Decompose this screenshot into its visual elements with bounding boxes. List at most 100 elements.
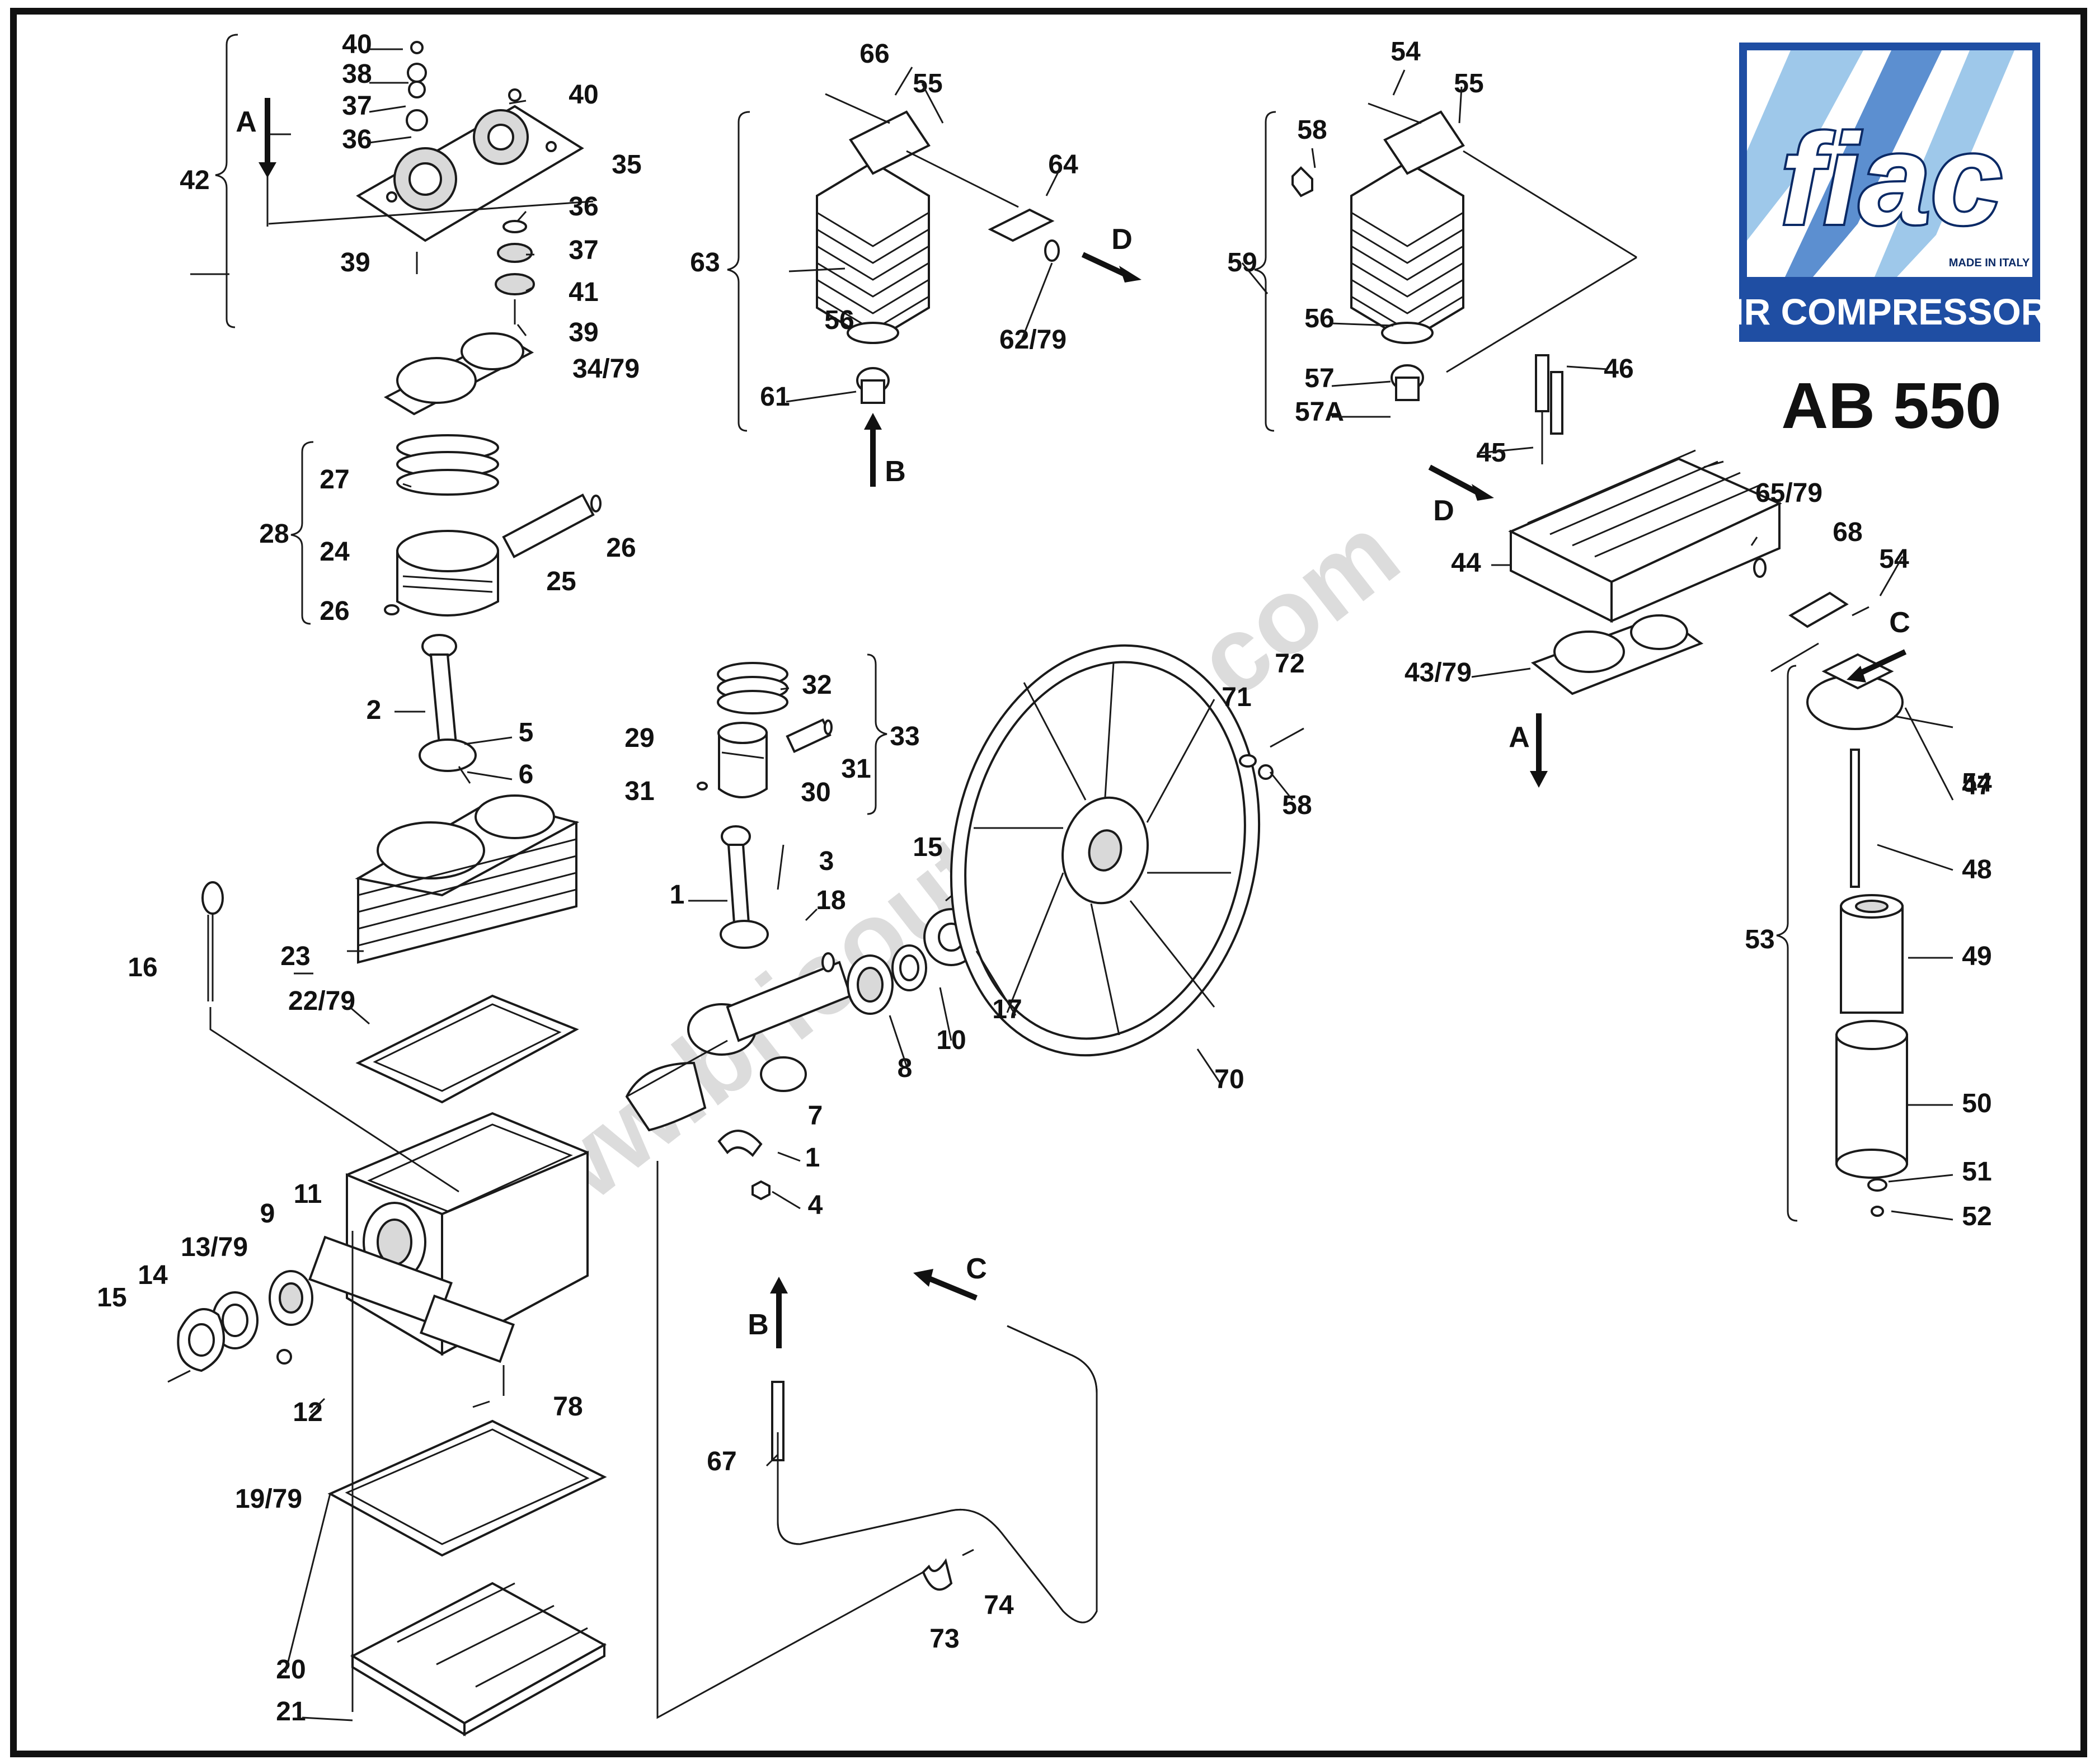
flow-arrow-a-top: A [236,98,276,178]
callout: 15 [97,1283,126,1313]
callout: 29 [624,723,654,753]
callout: 68 [1833,518,1862,547]
callout: 19/79 [235,1484,302,1514]
gasket-22-79 [355,994,579,1104]
callout: 42 [180,166,209,195]
valve-flange-68 [1788,591,1869,628]
dipstick-16 [201,881,459,1193]
flywheel-70 [950,644,1261,1057]
callout: 16 [128,953,157,982]
intake-filter-63 [816,93,1060,404]
cylinder-23 [355,794,580,964]
callout: 26 [320,596,349,626]
intake-filter-59 [1291,102,1637,401]
callout-labels: 1 1 2 3 4 5 6 7 8 9 10 11 12 13/79 14 15… [97,30,1992,1727]
callout: 13/79 [181,1233,248,1262]
callout: 58 [1282,791,1312,820]
flywheel-fasteners [1239,727,1304,780]
page-frame [10,8,2087,1757]
svg-text:A: A [1509,721,1530,754]
callout: 44 [1451,548,1481,578]
callout: 26 [606,533,636,563]
callout: 5 [519,718,534,747]
callout: 23 [280,942,310,971]
callout: 18 [816,886,845,915]
flow-arrow-a-head: A [1509,713,1548,788]
callout: 36 [342,125,372,154]
svg-text:B: B [885,455,906,488]
svg-text:D: D [1111,223,1133,256]
connecting-rod-1 [717,825,785,1201]
logo-wordmark: fiac [1781,107,2002,251]
callout: 9 [260,1199,275,1229]
flow-arrow-c-pipe: C [913,1253,987,1301]
callout: 67 [707,1447,736,1476]
gasket-34-79 [383,332,534,416]
callout: 39 [340,248,370,277]
callout: 58 [1297,115,1327,145]
callout: 36 [569,192,598,222]
svg-text:B: B [748,1309,769,1341]
callout: 78 [553,1392,583,1422]
callout: 24 [320,537,350,567]
callout: 49 [1962,942,1991,971]
flow-arrow-b-pipe: B [748,1277,788,1348]
flow-arrow-b-intake: B [864,413,906,488]
callout: 56 [824,305,854,335]
callout: 7 [808,1101,823,1131]
callout: 65/79 [1755,478,1822,508]
callout: 46 [1604,354,1633,384]
callout: 47 [1962,771,1991,801]
callout: 50 [1962,1089,1991,1118]
svg-text:C: C [966,1253,987,1285]
callout: 52 [1962,1202,1991,1231]
callout: 40 [569,80,598,110]
callout: 14 [138,1260,168,1290]
callout: 61 [760,382,790,412]
callout: 54 [1879,544,1909,574]
callout: 38 [342,59,372,89]
flow-arrow-d-intake: D [1081,223,1142,283]
callout-leaders [190,48,1954,1721]
air-filter-53 [1806,653,1953,1217]
callout: 72 [1275,649,1304,679]
callout: 62/79 [999,325,1067,355]
callout: 22/79 [288,986,355,1016]
delivery-pipe-67 [656,1161,1098,1719]
callout: 53 [1745,925,1774,954]
callout: 11 [294,1179,322,1209]
callout: 3 [819,846,834,876]
oil-pan-cover-20 [350,1582,607,1737]
callout: 33 [890,722,919,751]
callout: 4 [808,1191,823,1220]
crankshaft-7 [625,961,852,1132]
callout: 57 [1304,364,1334,393]
svg-text:D: D [1433,495,1454,527]
callout: 34/79 [572,354,640,384]
callout: 54 [1962,768,1992,798]
callout: 31 [624,777,654,806]
fiac-logo: fiac MADE IN ITALY AIR COMPRESSORS [1707,43,2073,342]
callout: 55 [1454,69,1483,98]
callout: 37 [342,91,372,121]
callout: 63 [690,248,720,277]
callout: 56 [1304,304,1334,333]
callout: 30 [801,778,830,807]
made-in-italy-text: MADE IN ITALY [1949,257,2030,269]
gasket-43-79 [1530,614,1704,695]
svg-text:A: A [236,106,257,138]
callout: 57A [1295,397,1344,427]
callout: 8 [898,1053,913,1083]
callout: 28 [259,519,289,549]
callout: 20 [276,1655,306,1685]
gasket-19-79 [327,1419,607,1557]
small-piston-assembly [697,662,833,798]
callout: 37 [569,236,598,265]
model-title: AB 550 [1781,369,2001,442]
callout: 73 [929,1624,959,1654]
callout: 74 [984,1591,1014,1620]
logo-tagline: AIR COMPRESSORS [1707,291,2073,332]
callout: 39 [569,318,598,347]
callout: 64 [1048,150,1078,180]
